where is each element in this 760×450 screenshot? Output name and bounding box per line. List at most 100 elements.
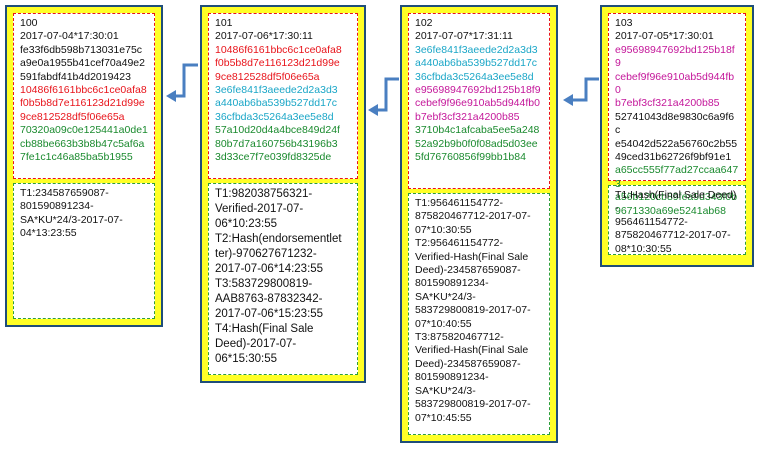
hash-line: 3710b4c1afcaba5ee5a248 (415, 124, 540, 137)
hash-line: 9ce812528df5f06e65a (215, 70, 320, 83)
transaction-line: T2:Hash(endorsementlet (215, 233, 342, 245)
hash-line: a9e0a1955b41cef70a49e2 (20, 57, 145, 70)
hash-line: e95698947692bd125b18f9 (415, 84, 541, 97)
transaction-line: T3:875820467712- (415, 331, 504, 344)
transaction-line: T1:234587659087- (20, 187, 109, 199)
hash-line: 52741043d8e9830c6a9f6c (615, 110, 735, 137)
transaction-line: 04*13:23:55 (20, 227, 77, 240)
transaction-line: Verified-Hash(Final Sale (415, 344, 529, 357)
hash-line: cebef9f96e910ab5d944fb0 (415, 97, 540, 110)
transaction-line: Deed)-234587659087- (415, 357, 521, 370)
transaction-line: T1:Hash(Final Sale Deed)- (615, 189, 737, 215)
hash-line: 3e6fe841f3aeede2d2a3d3 (415, 43, 538, 56)
transaction-line: Verified-Hash(Final Sale (415, 250, 529, 263)
transaction-line: 956461154772- (615, 215, 688, 228)
transaction-line: T4:Hash(Final Sale (215, 323, 314, 335)
transaction-entry: T2:Hash(endorsementlet ter)-970627671232-… (215, 232, 351, 277)
transaction-entry: T2:956461154772-Verified-Hash(Final Sale… (415, 237, 543, 331)
block-101: 101 2017-07-06*17:30:11 10486f6161bbc6c1… (200, 5, 366, 383)
hash-line: b7ebf3cf321a4200b85 (615, 97, 720, 110)
hash-line: 52a92b9b0f0f08ad5d03ee (415, 137, 538, 150)
block-header: 102 2017-07-07*17:31:11 3e6fe841f3aeede2… (408, 13, 550, 189)
transaction-line: 875820467712-2017-07- (415, 210, 531, 223)
transactions-box: T1:956461154772-875820467712-2017-07-07*… (408, 193, 550, 435)
transaction-line: 583729800819-2017-07- (415, 304, 531, 317)
transaction-line: Deed)-2017-07- (215, 338, 297, 350)
hash-line: e95698947692bd125b18f9 (615, 43, 735, 70)
hash-line: 36cfbda3c5264a3ee5e8d (215, 110, 334, 123)
hash-line: 9ce812528df5f06e65a (20, 110, 125, 123)
transaction-line: 583729800819-2017-07- (415, 398, 531, 411)
transaction-entry: T3:583729800819- AAB8763-87832342- 2017-07… (215, 277, 351, 322)
hash-line: fe33f6db598b713031e75c (20, 43, 143, 56)
block-header: 100 2017-07-04*17:30:01 fe33f6db598b7130… (13, 13, 155, 179)
hash-line: a56b120cb89fea9d343f0b (615, 191, 738, 204)
transaction-entry: T1:234587659087-801590891234-SA*KU*24/3-… (20, 187, 148, 241)
arrow-103-to-102 (563, 77, 599, 106)
transactions-box: T1:234587659087-801590891234-SA*KU*24/3-… (13, 183, 155, 319)
transaction-line: 2017-07-06*14:23:55 (215, 263, 324, 275)
transaction-list: T1:982038756321- Verified-2017-07- 06*10:2… (215, 187, 351, 367)
transaction-line: SA*KU*24/3- (415, 384, 476, 397)
block-id: 101 (215, 17, 233, 29)
transaction-line: AAB8763-87832342- (215, 293, 323, 305)
arrow-102-to-101 (368, 77, 399, 116)
transaction-list: T1:Hash(Final Sale Deed)-956461154772-87… (615, 189, 739, 256)
hash-line: b7ebf3cf321a4200b85 (415, 110, 520, 123)
transaction-line: T2:956461154772- (415, 237, 503, 250)
transaction-entry: T3:875820467712-Verified-Hash(Final Sale… (415, 331, 543, 425)
hash-line: 5fd76760856f99bb1b84 (415, 151, 526, 164)
transaction-line: Verified-2017-07- (215, 203, 304, 215)
transaction-line: T1:982038756321- (215, 188, 313, 200)
transaction-line: 07*10:30:55 (415, 223, 472, 236)
hash-line: 36cfbda3c5264a3ee5e8d (415, 70, 534, 83)
block-100: 100 2017-07-04*17:30:01 fe33f6db598b7130… (5, 5, 163, 327)
transaction-line: 801590891234- (20, 200, 94, 213)
hash-line: a440ab6ba539b527dd17c (215, 97, 338, 110)
transaction-line: 07*10:45:55 (415, 411, 472, 424)
transaction-entry: T1:Hash(Final Sale Deed)-956461154772-87… (615, 189, 739, 256)
transaction-line: ter)-970627671232- (215, 248, 317, 260)
hash-line: 3d33ce7f7e039fd8325de (215, 151, 332, 164)
transaction-line: T1:956461154772- (415, 197, 503, 209)
block-id: 102 (415, 17, 433, 29)
block-timestamp: 2017-07-04*17:30:01 (20, 30, 119, 43)
block-103: 103 2017-07-05*17:30:01 e95698947692bd12… (600, 5, 754, 267)
hash-line: 7fe1c1c46a85ba5b1955 (20, 151, 133, 164)
transaction-line: SA*KU*24/3- (415, 290, 476, 303)
transactions-box: T1:Hash(Final Sale Deed)-956461154772-87… (608, 185, 746, 255)
transaction-line: T3:583729800819- (215, 278, 313, 290)
hash-line: a65cc555f77ad27ccaa6473 (615, 164, 739, 190)
hash-line: f0b5b8d7e116123d21d99e (20, 97, 145, 110)
transaction-list: T1:234587659087-801590891234-SA*KU*24/3-… (20, 187, 148, 241)
transactions-box: T1:982038756321- Verified-2017-07- 06*10:2… (208, 183, 358, 375)
hash-line: cb88be663b3b8b47c5af6a (20, 137, 145, 150)
hash-line: f0b5b8d7e116123d21d99e (215, 57, 340, 70)
transaction-line: 06*15:30:55 (215, 353, 278, 365)
block-timestamp: 2017-07-07*17:31:11 (415, 30, 513, 43)
arrow-101-to-100 (166, 63, 198, 102)
transaction-line: 801590891234- (415, 277, 489, 290)
block-id: 100 (20, 17, 38, 29)
transaction-line: 2017-07-06*15:23:55 (215, 308, 324, 320)
hash-line: 57a10d20d4a4bce849d24f (215, 124, 340, 137)
block-header: 103 2017-07-05*17:30:01 e95698947692bd12… (608, 13, 746, 217)
hash-line: 10486f6161bbc6c1ce0afa8 (20, 84, 147, 97)
hash-line: 3e6fe841f3aeede2d2a3d3 (215, 84, 338, 97)
transaction-line: 07*10:40:55 (415, 317, 472, 330)
hash-line: 49ced31b62726f9bf91e1 (615, 151, 732, 164)
transaction-line: 06*10:23:55 (215, 218, 278, 230)
block-timestamp: 2017-07-06*17:30:11 (215, 30, 313, 43)
transaction-line: 801590891234- (415, 371, 489, 384)
transaction-line: SA*KU*24/3-2017-07- (20, 213, 123, 226)
hash-line: 591fabdf41b4d2019423 (20, 70, 131, 83)
block-header: 101 2017-07-06*17:30:11 10486f6161bbc6c1… (208, 13, 358, 179)
hash-line: 9671330a69e5241ab68 (615, 204, 726, 217)
transaction-entry: T1:956461154772-875820467712-2017-07-07*… (415, 197, 543, 237)
hash-line: 10486f6161bbc6c1ce0afa8 (215, 43, 342, 56)
